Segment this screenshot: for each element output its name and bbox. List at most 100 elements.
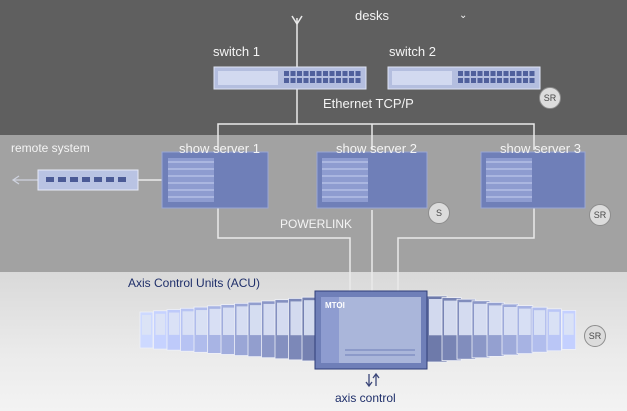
acu-module-panel bbox=[444, 300, 460, 336]
show-server-2-label: show server 2 bbox=[336, 141, 417, 156]
switch-port bbox=[464, 71, 470, 76]
switch-1-label: switch 1 bbox=[213, 44, 260, 59]
switch-port bbox=[477, 71, 483, 76]
remote-port bbox=[106, 177, 114, 182]
powerlink-server1-line bbox=[217, 207, 351, 300]
switch-port bbox=[510, 78, 515, 83]
ethernet-label: Ethernet TCP/P bbox=[323, 96, 414, 111]
acu-module-panel bbox=[196, 310, 208, 335]
switch-port bbox=[355, 78, 361, 83]
desks-chevron-icon: ⌄ bbox=[459, 10, 468, 21]
show-server-3-label: show server 3 bbox=[500, 141, 581, 156]
switch-port bbox=[336, 71, 341, 76]
switch-port bbox=[284, 78, 289, 83]
powerlink-label: POWERLINK bbox=[280, 217, 353, 231]
acu-module-panel bbox=[223, 307, 237, 336]
remote-port bbox=[70, 177, 78, 182]
acu-module-panel bbox=[155, 313, 166, 335]
switch-port bbox=[336, 78, 341, 83]
switch-port bbox=[484, 71, 489, 76]
switch-port bbox=[297, 78, 302, 83]
switch-port bbox=[355, 71, 361, 76]
switch-port bbox=[497, 78, 502, 83]
desks-label: desks bbox=[355, 8, 389, 23]
acu-module-panel bbox=[250, 305, 265, 336]
axis-control-arrows bbox=[365, 372, 380, 388]
switch-port bbox=[303, 71, 309, 76]
show-server-3-device bbox=[480, 151, 586, 209]
switch-port bbox=[523, 78, 528, 83]
acu-module-panel bbox=[504, 307, 517, 336]
switch-2-label: switch 2 bbox=[389, 44, 436, 59]
remote-system-label: remote system bbox=[11, 141, 90, 155]
acu-module-panel bbox=[489, 305, 503, 336]
acu-module-panel bbox=[534, 310, 546, 335]
acu-badge: SR bbox=[584, 325, 606, 347]
switch-port bbox=[516, 78, 522, 83]
switch-port bbox=[316, 71, 322, 76]
remote-port bbox=[118, 177, 126, 182]
switch-port bbox=[529, 78, 535, 83]
server-2-badge: S bbox=[428, 202, 450, 224]
switch-port bbox=[323, 71, 328, 76]
acu-module-panel bbox=[236, 306, 251, 336]
switch-port bbox=[297, 71, 302, 76]
switch-port bbox=[471, 71, 476, 76]
acu-module-panel bbox=[182, 311, 194, 335]
switch-1-device bbox=[213, 66, 367, 90]
switch-2-badge: SR bbox=[539, 87, 561, 109]
powerlink-server3-line bbox=[397, 207, 535, 300]
switch-port bbox=[329, 78, 335, 83]
acu-module-panel bbox=[459, 302, 474, 336]
acu-brand-logo: MTOI bbox=[325, 301, 345, 310]
switch-port bbox=[310, 71, 315, 76]
switch-port bbox=[471, 78, 476, 83]
acu-module-panel bbox=[564, 313, 574, 335]
switch-port bbox=[523, 71, 528, 76]
acu-main-unit bbox=[314, 290, 428, 370]
switch-port bbox=[349, 78, 354, 83]
remote-port bbox=[58, 177, 66, 182]
switch-port bbox=[490, 78, 496, 83]
remote-port bbox=[46, 177, 54, 182]
switch-port bbox=[503, 78, 509, 83]
switch-2-device bbox=[387, 66, 541, 90]
acu-module-panel bbox=[169, 312, 180, 335]
show-server-1-label: show server 1 bbox=[179, 141, 260, 156]
switch-port bbox=[284, 71, 289, 76]
switch-port bbox=[464, 78, 470, 83]
switch-port bbox=[349, 71, 354, 76]
network-lines bbox=[137, 15, 535, 300]
ethernet-bus-line bbox=[217, 123, 535, 150]
desk-connector-right bbox=[296, 15, 303, 25]
acu-module-panel bbox=[474, 303, 488, 336]
switch-port bbox=[503, 71, 509, 76]
acu-module-panel bbox=[549, 311, 560, 335]
desk-connector-left bbox=[291, 15, 298, 25]
switch-port bbox=[310, 78, 315, 83]
switch-port bbox=[303, 78, 309, 83]
switch-port bbox=[323, 78, 328, 83]
axis-control-label: axis control bbox=[335, 391, 396, 405]
acu-module-panel bbox=[519, 308, 531, 335]
remote-output-arrow bbox=[11, 175, 38, 185]
switch-port bbox=[490, 71, 496, 76]
acu-module-panel bbox=[142, 315, 151, 335]
switch-port bbox=[458, 71, 463, 76]
show-server-2-device bbox=[316, 151, 428, 209]
server-3-badge: SR bbox=[589, 204, 611, 226]
switch-port bbox=[497, 71, 502, 76]
axis-control-units bbox=[139, 295, 577, 363]
switch-port bbox=[477, 78, 483, 83]
switch-port bbox=[458, 78, 463, 83]
acu-module-panel bbox=[429, 299, 445, 336]
switch-port bbox=[329, 71, 335, 76]
show-server-1-device bbox=[161, 151, 269, 209]
remote-system-device bbox=[37, 169, 139, 191]
switch-port bbox=[484, 78, 489, 83]
switch-port bbox=[342, 71, 348, 76]
remote-port bbox=[94, 177, 102, 182]
remote-port bbox=[82, 177, 90, 182]
